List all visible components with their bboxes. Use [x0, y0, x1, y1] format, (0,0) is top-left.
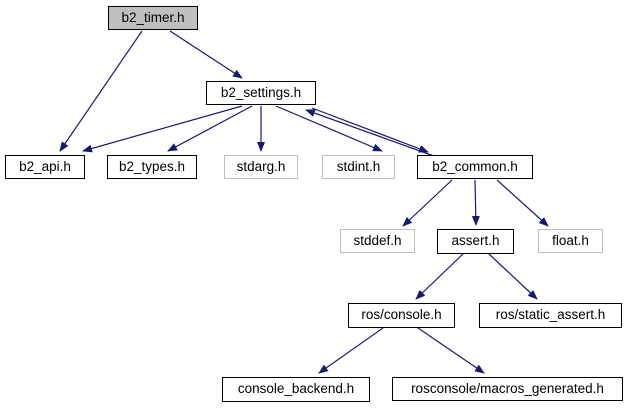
node-console-backend-h[interactable]: console_backend.h [222, 377, 370, 402]
node-stdint-h: stdint.h [322, 155, 395, 179]
node-b2-api-h[interactable]: b2_api.h [5, 155, 85, 179]
node-ros-static-assert-h[interactable]: ros/static_assert.h [479, 303, 622, 328]
edge-b2_timer-to-b2_api [59, 30, 143, 152]
edge-ros_console-to-console_backend [318, 327, 384, 374]
edge-b2_common-to-stddef [402, 179, 453, 227]
node-assert-h[interactable]: assert.h [437, 229, 514, 254]
node-b2-timer-h: b2_timer.h [108, 6, 198, 30]
node-ros-console-h[interactable]: ros/console.h [348, 303, 455, 328]
edge-ros_console-to-macros_generated [417, 327, 485, 374]
edge-b2_common-to-b2_settings [305, 109, 435, 157]
edge-b2_common-to-assert [471, 179, 480, 226]
node-b2-settings-h[interactable]: b2_settings.h [206, 81, 316, 105]
node-b2-common-h[interactable]: b2_common.h [417, 155, 533, 179]
node-stdarg-h: stdarg.h [224, 155, 298, 179]
node-rosconsole-macros-generated-h[interactable]: rosconsole/macros_generated.h [392, 377, 623, 401]
node-stddef-h: stddef.h [340, 229, 415, 253]
edge-assert-to-ros_console [415, 253, 464, 300]
edge-b2_timer-to-b2_settings [169, 30, 243, 79]
node-b2-types-h[interactable]: b2_types.h [107, 155, 197, 179]
edge-b2_settings-to-b2_types [167, 105, 253, 152]
edge-b2_settings-to-stdint [275, 105, 383, 152]
edge-b2_settings-to-b2_api [82, 105, 243, 153]
node-float-h: float.h [538, 229, 603, 253]
edge-assert-to-ros_static_assert [488, 253, 538, 300]
edge-b2_common-to-float [496, 179, 549, 227]
edge-b2_settings-to-b2_common [311, 107, 429, 153]
